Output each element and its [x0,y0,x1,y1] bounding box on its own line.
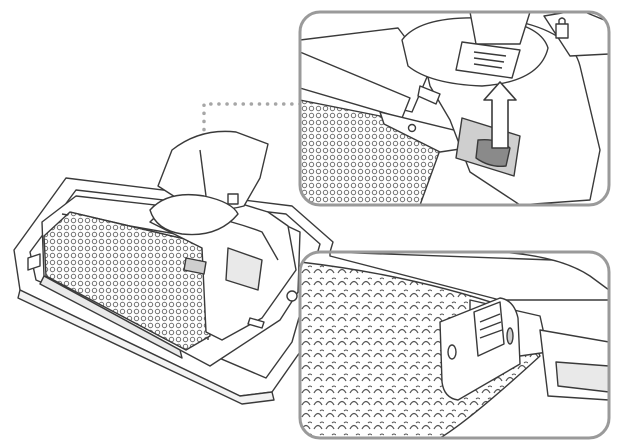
inset-bottom-frame [298,250,611,440]
arrow-up-icon [483,81,517,149]
lock-icon [555,23,569,39]
roller-cover-latch [183,257,207,275]
inset-bottom [298,250,611,440]
roller-brush-inset-top [300,99,441,205]
inset-top-frame [298,10,611,207]
main-device [13,130,334,405]
roller-clip-icon [439,297,521,401]
leader-line-top [202,102,302,212]
inset-top [298,10,611,207]
